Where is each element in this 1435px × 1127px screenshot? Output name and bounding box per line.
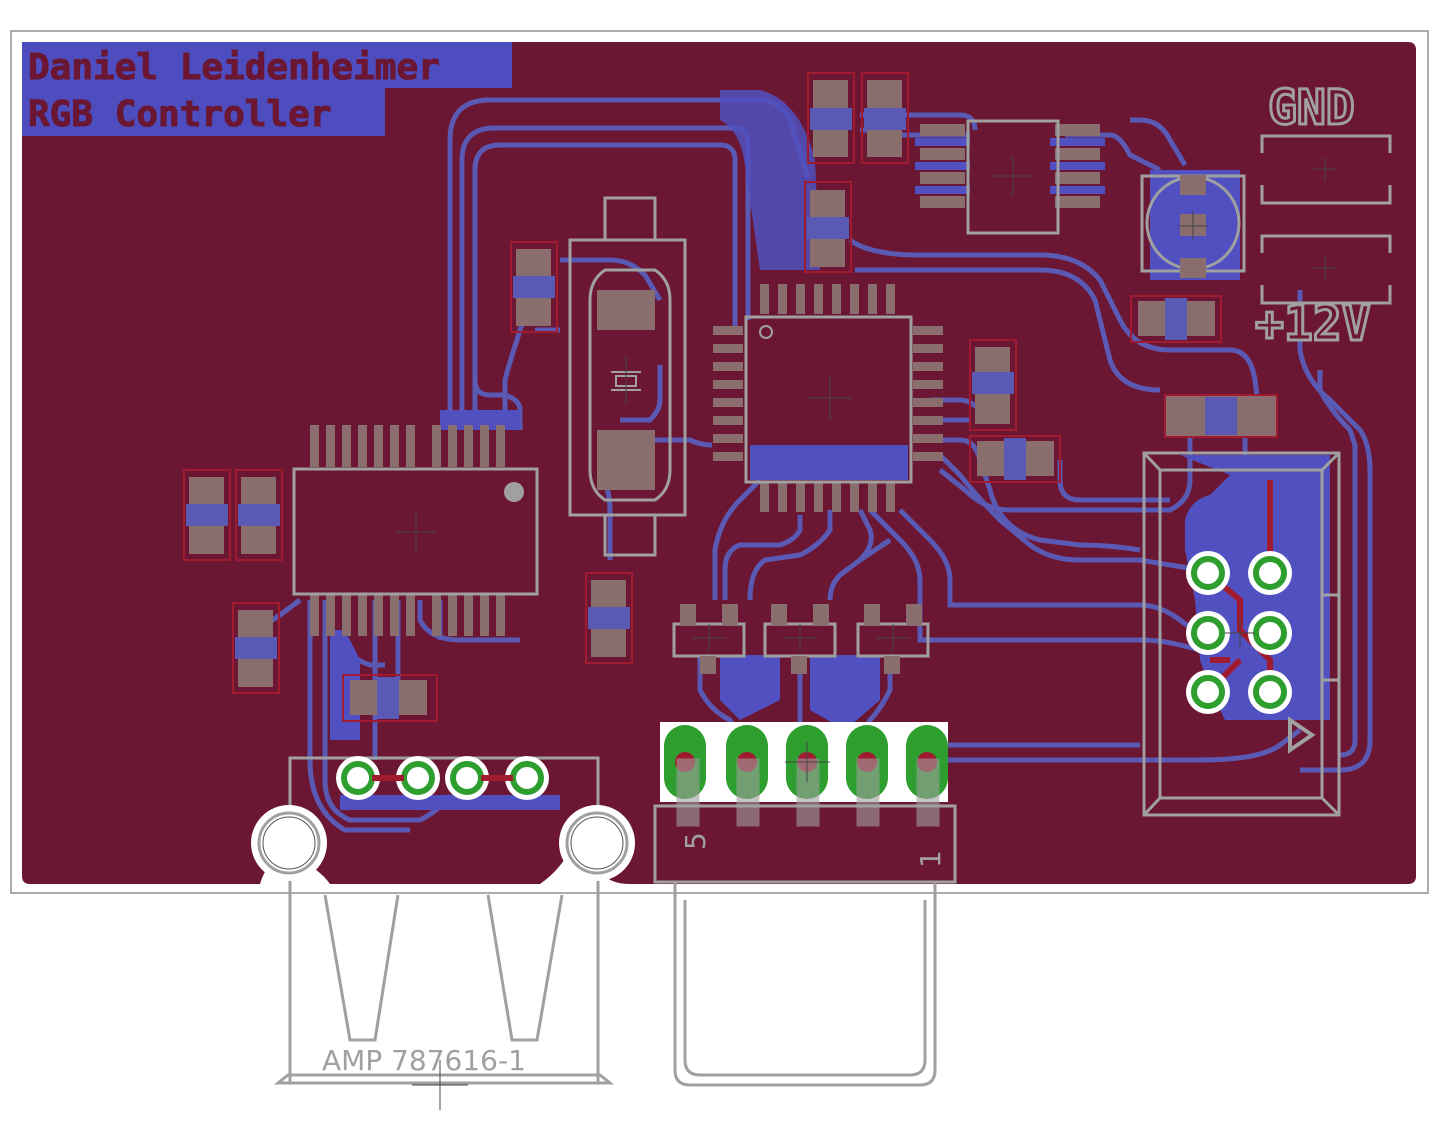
header-pin-1-label: 1 — [914, 850, 947, 868]
resistor-r5 — [1130, 295, 1222, 343]
transistor-q3 — [856, 604, 930, 674]
resistor-r1 — [807, 72, 855, 164]
copper-pour — [22, 42, 1416, 884]
capacitor-c1 — [510, 241, 558, 333]
resistor-r3 — [804, 181, 852, 273]
resistor-r6 — [342, 674, 438, 722]
capacitor-c3 — [183, 469, 231, 561]
board-title-line2: RGB Controller — [28, 94, 331, 135]
header-pin-5-label: 5 — [679, 832, 712, 850]
resistor-r4 — [969, 435, 1061, 483]
transistor-q2 — [763, 604, 837, 674]
usb-connector: AMP 787616-1 — [251, 756, 635, 1110]
microcontroller-ic — [713, 284, 943, 512]
led-output-header: 5 1 — [653, 722, 957, 1087]
twelve-volt-label: +12V — [1255, 296, 1371, 352]
crystal-oscillator — [568, 196, 687, 557]
usb-connector-part-label: AMP 787616-1 — [322, 1044, 526, 1077]
dip8-ic — [915, 119, 1105, 235]
capacitor-c6 — [969, 339, 1017, 431]
capacitor-c4 — [235, 469, 283, 561]
usb-interface-ic — [292, 425, 539, 636]
power-pads — [1260, 134, 1392, 305]
title-background — [22, 42, 512, 136]
gnd-label: GND — [1268, 80, 1355, 136]
smd-components — [183, 72, 1278, 722]
isp-header — [1142, 451, 1341, 817]
voltage-regulator — [1140, 174, 1246, 278]
board-title-line1: Daniel Leidenheimer — [28, 47, 440, 88]
resistor-r2 — [861, 72, 909, 164]
transistor-q1 — [672, 604, 746, 674]
capacitor-c2 — [585, 572, 633, 664]
diode-d1 — [1164, 394, 1278, 438]
transistors — [672, 604, 930, 674]
capacitor-c5 — [232, 602, 280, 694]
